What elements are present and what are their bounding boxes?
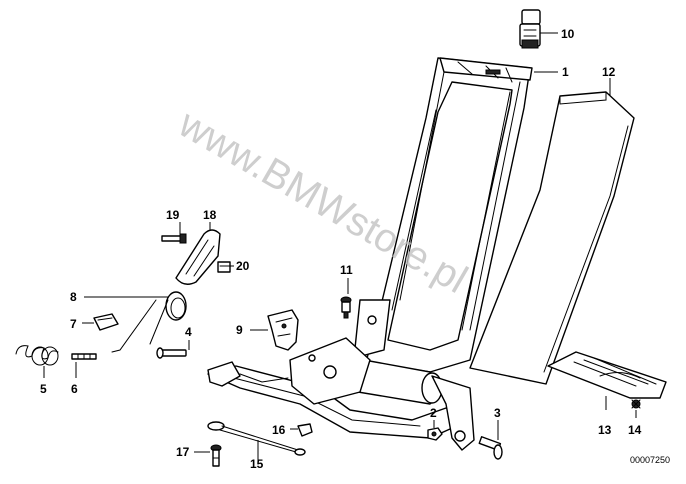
label-part-19: 19 [166,208,180,222]
part-labels: 10 1 12 11 9 8 7 4 5 6 19 18 20 2 3 13 1… [40,27,642,471]
part-12-back-panel [469,91,635,385]
seat-base-frame [207,337,475,451]
label-part-16: 16 [272,423,286,437]
part-1-backrest-frame [353,57,533,373]
part-9-bracket [267,309,299,351]
label-part-1: 1 [562,65,569,79]
label-part-6: 6 [71,382,78,396]
part-16-clip [297,423,313,437]
label-part-10: 10 [561,27,575,41]
label-part-13: 13 [598,423,612,437]
label-part-14: 14 [628,423,642,437]
part-10-clip [519,9,541,49]
label-part-3: 3 [494,406,501,420]
label-part-9: 9 [236,323,243,337]
part-15-cable [207,421,306,456]
label-part-17: 17 [176,445,190,459]
label-part-11: 11 [340,263,353,277]
label-part-5: 5 [40,382,47,396]
label-part-18: 18 [203,208,217,222]
diagram-reference-number: 00007250 [630,455,670,465]
label-part-15: 15 [250,457,264,471]
label-part-4: 4 [185,325,192,339]
part-4-bolt [156,347,187,359]
leader-lines [43,32,637,460]
part-19-screw [161,233,187,244]
part-11-bolt [340,296,352,319]
part-18-cover-cap [175,229,221,285]
part-2-nut [427,427,443,441]
label-part-12: 12 [602,65,616,79]
label-part-8: 8 [70,290,77,304]
label-part-7: 7 [70,317,77,331]
part-5-spring [15,345,59,366]
label-part-2: 2 [430,406,437,420]
part-20-clip [217,261,231,273]
part-17-rivet [210,444,222,467]
part-13-side-trim [547,351,667,399]
part-8-spring [111,291,187,353]
part-6-pin [71,353,97,360]
part-14-screw [631,399,641,409]
part-7-clip [93,313,119,331]
label-part-20: 20 [236,259,250,273]
part-3-bolt [478,436,503,460]
